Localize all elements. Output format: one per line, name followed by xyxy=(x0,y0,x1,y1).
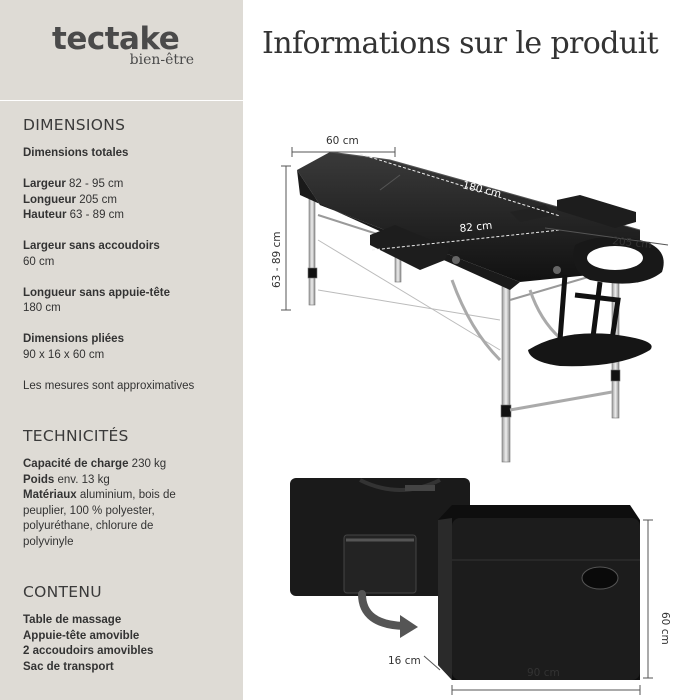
sidebar: tectake bien-être DIMENSIONS Dimensions … xyxy=(0,0,243,700)
no-armrest-value: 60 cm xyxy=(23,255,55,268)
height-value: 63 - 89 cm xyxy=(69,209,124,221)
content-item: Table de massage xyxy=(23,614,122,626)
contents-section: CONTENU Table de massage Appuie-tête amo… xyxy=(23,583,238,675)
load-label: Capacité de charge xyxy=(23,458,129,470)
brand-tagline: bien-être xyxy=(129,52,194,68)
materials-value: aluminium, bois de xyxy=(79,489,176,501)
materials-value-3: polyuréthane, chlorure de xyxy=(23,520,154,532)
width-value: 82 - 95 cm xyxy=(69,178,124,190)
folded-label: Dimensions pliées xyxy=(23,333,124,345)
dim-folded-depth: 16 cm xyxy=(388,655,421,667)
carry-bag xyxy=(290,478,470,596)
brand-name: tectake xyxy=(52,21,180,57)
materials-label: Matériaux xyxy=(23,489,77,501)
dim-table-total: 205 cm xyxy=(612,235,652,251)
weight-label: Poids xyxy=(23,473,55,486)
content-item: Appuie-tête amovible xyxy=(23,629,140,642)
dim-table-width: 60 cm xyxy=(326,135,359,147)
folded-value: 90 x 16 x 60 cm xyxy=(23,348,105,361)
dim-table-height: 63 - 89 cm xyxy=(271,231,283,288)
dim-folded-height: 60 cm xyxy=(659,612,671,645)
total-dimensions-heading: Dimensions totales xyxy=(23,147,129,159)
length-value: 205 cm xyxy=(79,193,117,206)
divider xyxy=(0,100,243,101)
no-armrest-label: Largeur sans accoudoirs xyxy=(23,240,160,252)
length-label: Longueur xyxy=(23,193,77,206)
technical-section: TECHNICITÉS Capacité de charge 230 kg Po… xyxy=(23,427,238,550)
dim-table-inner: 82 cm xyxy=(459,220,493,235)
materials-value-4: polyvinyle xyxy=(23,535,74,548)
dimensions-section: DIMENSIONS Dimensions totales Largeur 82… xyxy=(23,116,238,394)
load-value: 230 kg xyxy=(131,458,167,470)
page-title: Informations sur le produit xyxy=(262,26,659,61)
content-item: 2 accoudoirs amovibles xyxy=(23,645,154,657)
folded-dimension-lines xyxy=(423,519,653,695)
dimension-lines xyxy=(281,147,669,311)
measurement-note: Les mesures sont approximatives xyxy=(23,379,195,392)
width-label: Largeur xyxy=(23,178,66,190)
weight-value: env. 13 kg xyxy=(57,473,110,486)
brand-logo: tectake bien-être xyxy=(52,22,202,68)
dimensions-title: DIMENSIONS xyxy=(23,116,126,134)
folded-table xyxy=(438,505,640,680)
content-item: Sac de transport xyxy=(23,660,114,673)
technical-title: TECHNICITÉS xyxy=(23,427,129,445)
no-headrest-value: 180 cm xyxy=(23,302,61,314)
table-top xyxy=(297,151,664,367)
height-label: Hauteur xyxy=(23,209,67,221)
materials-value-2: peuplier, 100 % polyester, xyxy=(23,504,155,517)
contents-title: CONTENU xyxy=(23,583,102,601)
transform-arrow-icon xyxy=(358,590,409,630)
dim-folded-width: 90 cm xyxy=(527,667,560,679)
no-headrest-label: Longueur sans appuie-tête xyxy=(23,286,170,299)
